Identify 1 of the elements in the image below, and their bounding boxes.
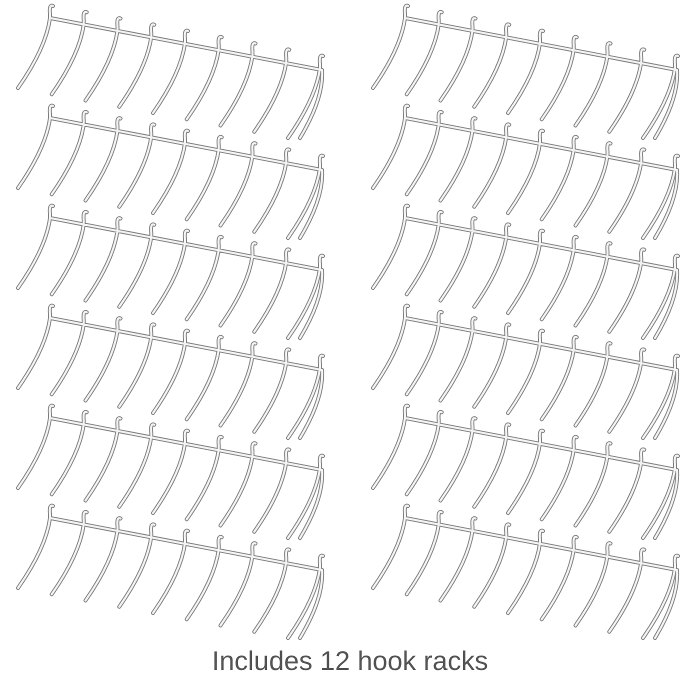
caption: Includes 12 hook racks xyxy=(212,646,488,676)
